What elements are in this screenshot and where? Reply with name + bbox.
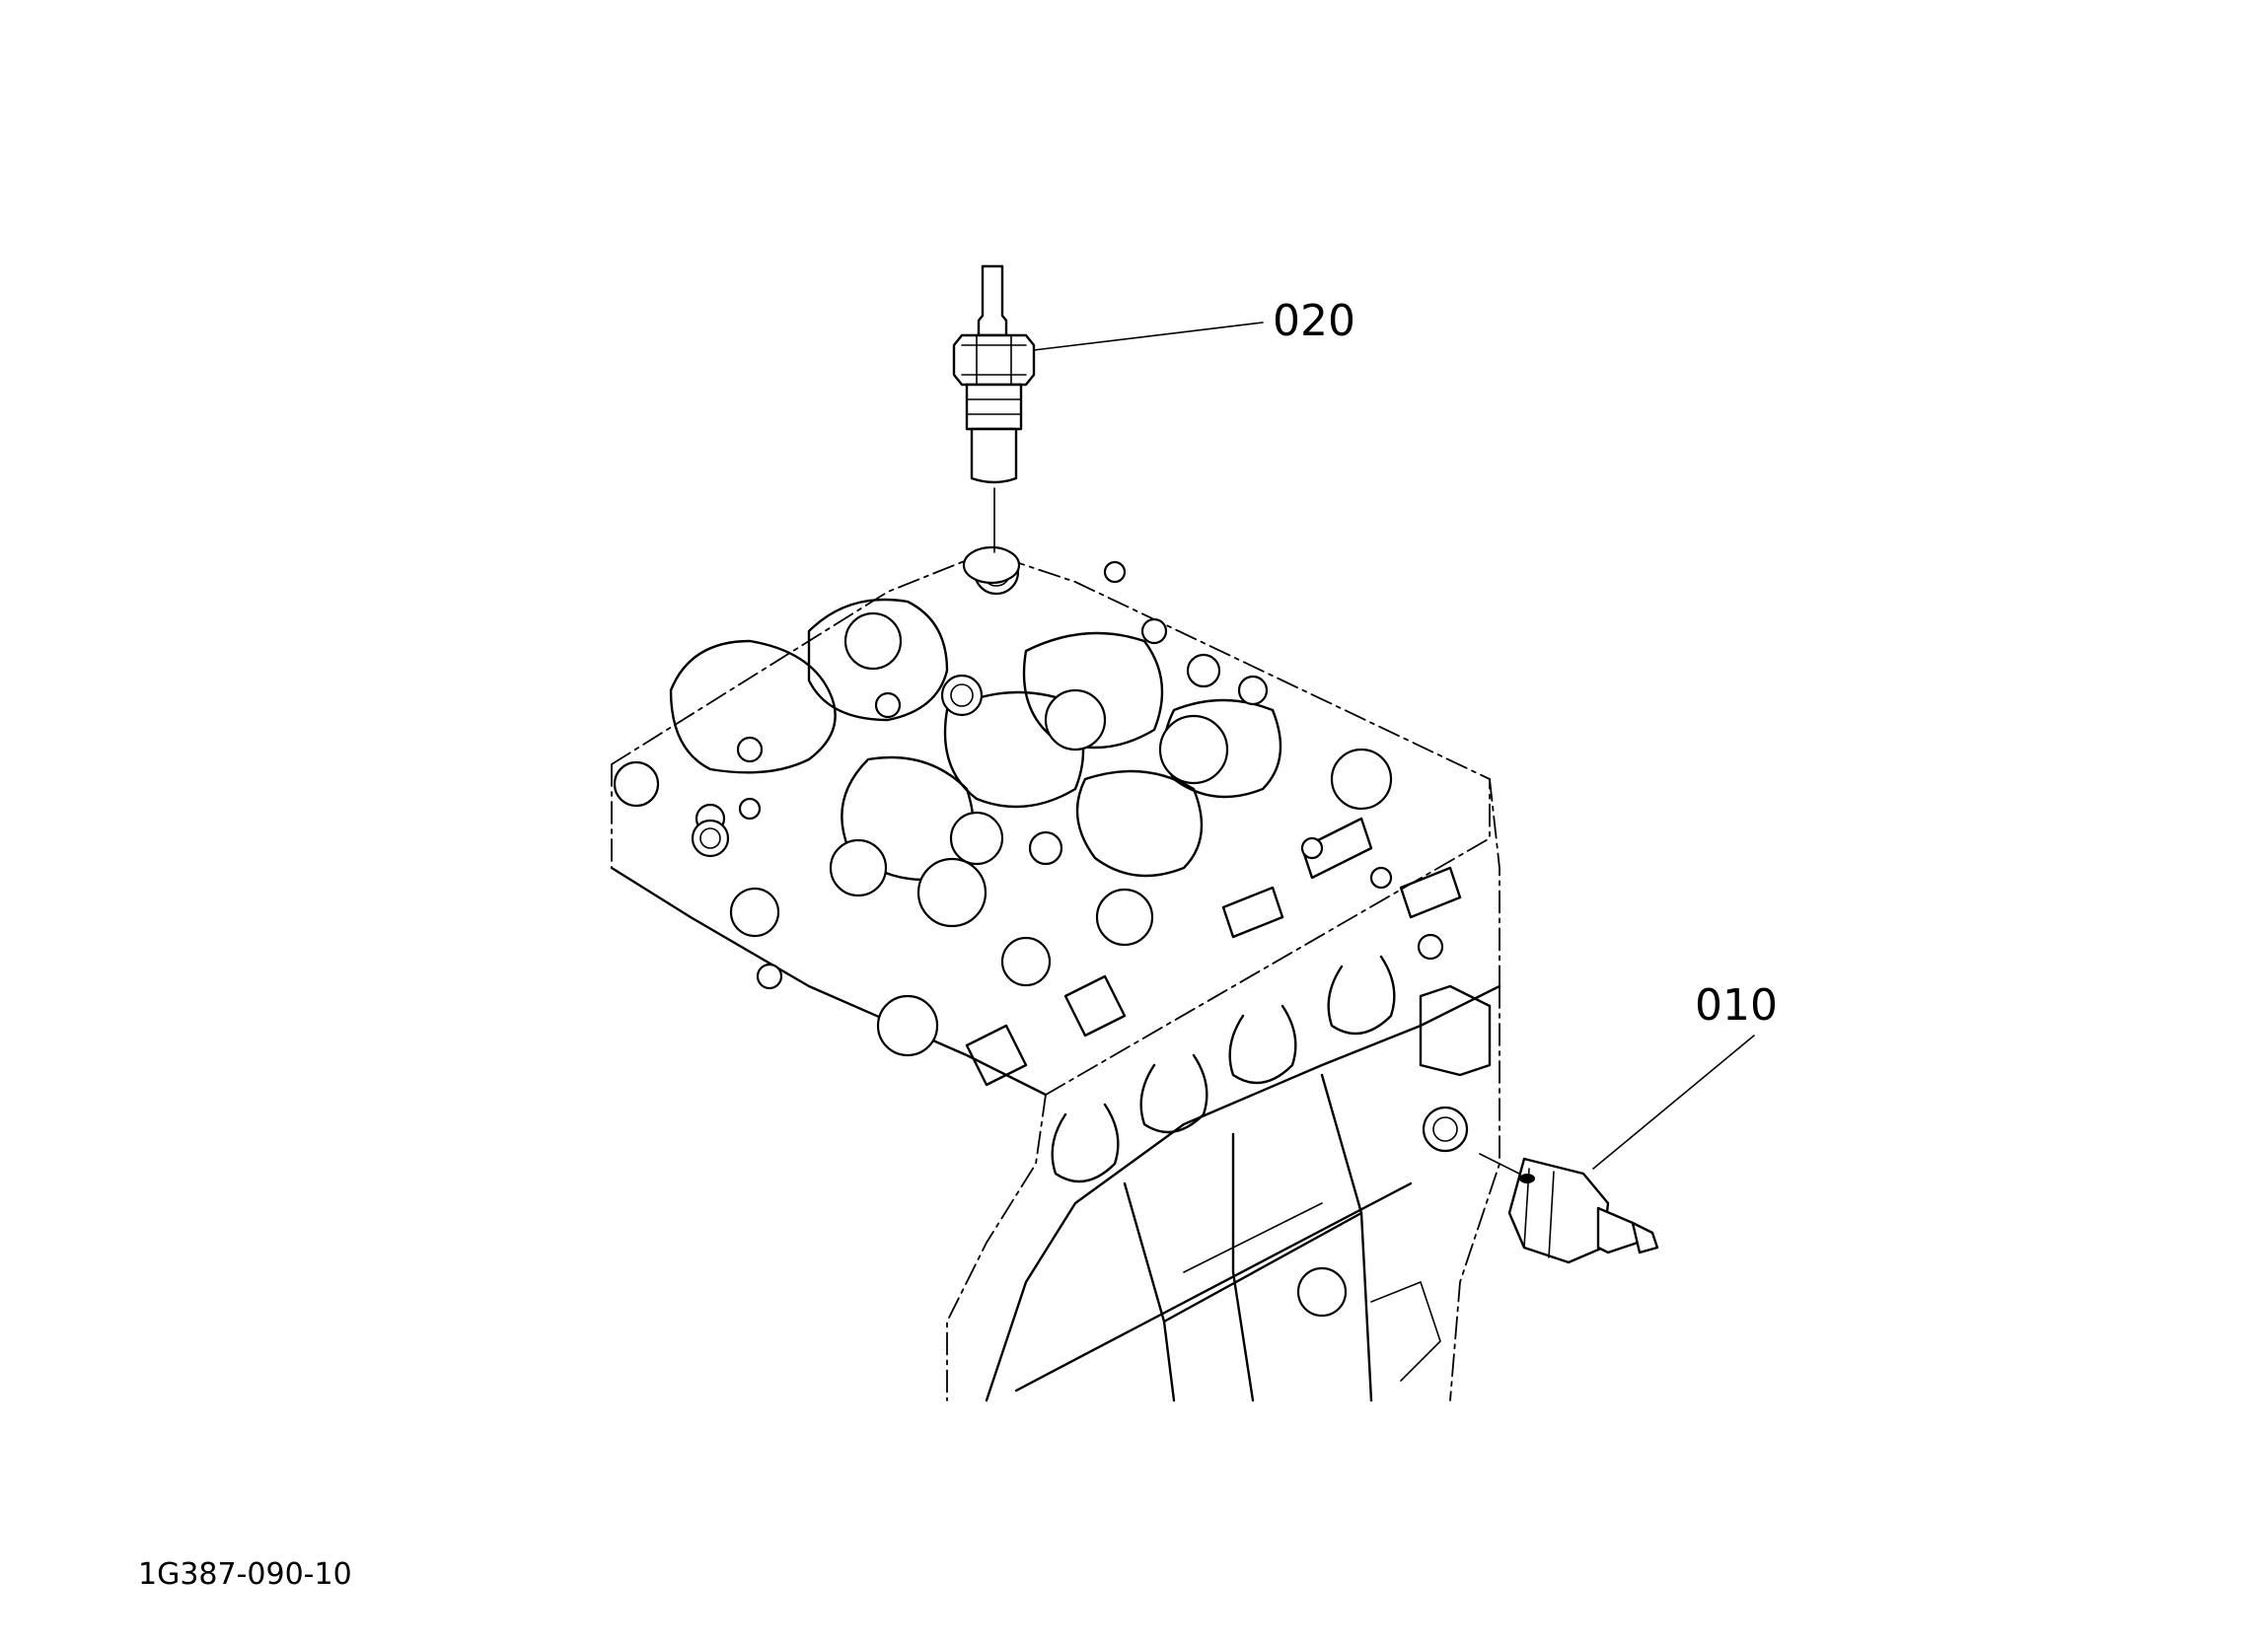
leader-line-010 (1592, 1035, 1755, 1170)
cylinder-head-drawing (610, 545, 1501, 1402)
leader-line-020 (1033, 322, 1264, 351)
part-010-switch-drawing (1479, 1153, 1659, 1264)
part-020-sensor-drawing (952, 264, 1036, 553)
callout-label-020[interactable]: 020 (1273, 296, 1355, 346)
callout-label-010[interactable]: 010 (1695, 980, 1778, 1031)
drawing-id: 1G387-090-10 (138, 1557, 352, 1592)
